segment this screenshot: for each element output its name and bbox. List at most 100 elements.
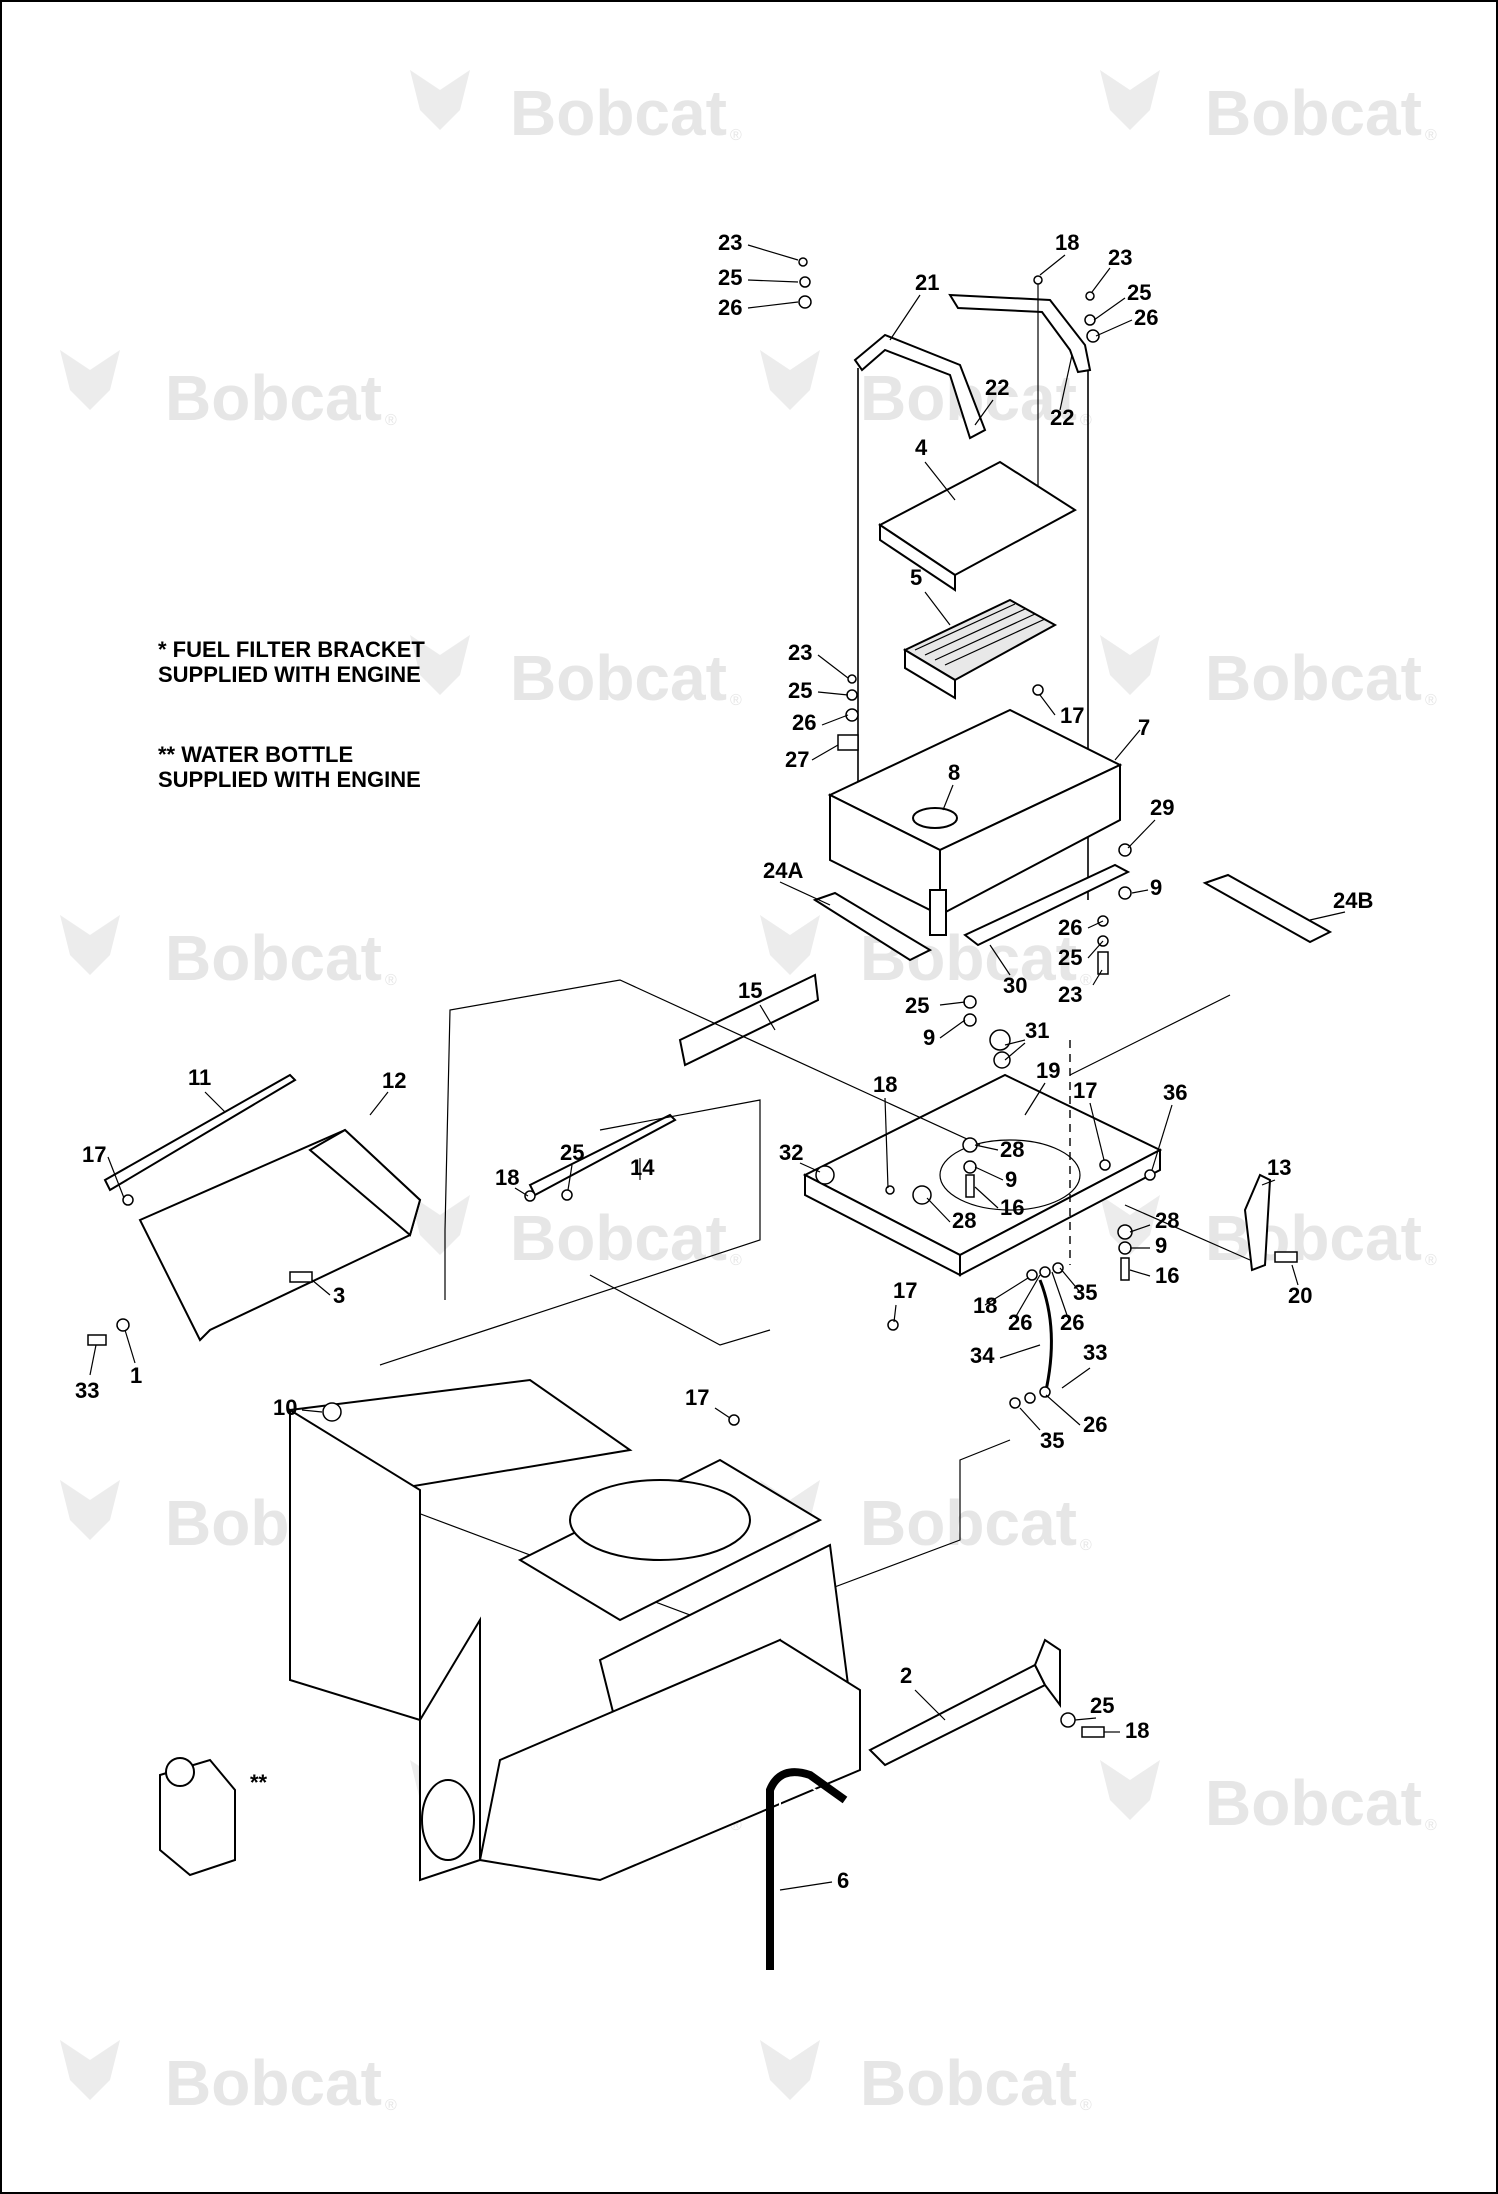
watermark: Bobcat® (60, 2040, 397, 2119)
callout: 9 (1150, 875, 1162, 900)
callout: 25 (788, 678, 812, 703)
callout: 18 (873, 1072, 897, 1097)
svg-text:®: ® (1425, 1817, 1437, 1834)
callout: 3 (333, 1283, 345, 1308)
callout: 18 (973, 1293, 997, 1318)
watermark: Bobcat® (1100, 635, 1437, 714)
misc-brackets (766, 1173, 1272, 1970)
svg-text:Bobcat: Bobcat (1205, 642, 1422, 714)
callout: 19 (1036, 1058, 1060, 1083)
callout: 22 (1050, 405, 1074, 430)
callout: 22 (985, 375, 1009, 400)
watermark: Bobcat® (410, 1195, 742, 1274)
callout: 6 (837, 1868, 849, 1893)
callout: 26 (792, 710, 816, 735)
callout: 26 (1134, 305, 1158, 330)
callout: 17 (893, 1278, 917, 1303)
callout: 31 (1025, 1018, 1049, 1043)
callout: 4 (915, 435, 928, 460)
callout: 26 (1083, 1412, 1107, 1437)
svg-text:Bobcat: Bobcat (165, 2047, 382, 2119)
callout: 26 (1060, 1310, 1084, 1335)
callout: 17 (685, 1385, 709, 1410)
svg-text:* FUEL FILTER BRACKET: * FUEL FILTER BRACKET (158, 637, 425, 662)
callout: 34 (970, 1343, 995, 1368)
svg-text:®: ® (1080, 1537, 1092, 1554)
callout: 18 (1125, 1718, 1149, 1743)
callout: 14 (630, 1155, 655, 1180)
callout: 16 (1000, 1195, 1024, 1220)
svg-text:®: ® (730, 692, 742, 709)
svg-text:Bobcat: Bobcat (510, 77, 727, 149)
callout: 30 (1003, 973, 1027, 998)
callout: 9 (1155, 1233, 1167, 1258)
note-water-bottle: ** WATER BOTTLE SUPPLIED WITH ENGINE (158, 742, 421, 792)
watermark: Bobcat® (1100, 70, 1437, 149)
callout: 2 (900, 1663, 912, 1688)
callout: 23 (788, 640, 812, 665)
callout: 25 (560, 1140, 584, 1165)
watermark: Bobcat® (410, 70, 742, 149)
callout: 26 (1058, 915, 1082, 940)
callout: 5 (910, 565, 922, 590)
watermark: Bobcat® (60, 915, 397, 994)
callout: 23 (1058, 982, 1082, 1007)
leader-lines (89, 244, 1346, 1891)
callout-layer: 23 25 26 21 18 23 25 26 22 22 4 5 23 25 … (75, 230, 1373, 1893)
callout: 16 (1155, 1263, 1179, 1288)
svg-text:®: ® (730, 1252, 742, 1269)
callout: 23 (718, 230, 742, 255)
callout: 28 (1000, 1137, 1024, 1162)
callout: 1 (130, 1363, 142, 1388)
svg-text:** WATER BOTTLE: ** WATER BOTTLE (158, 742, 353, 767)
fasteners (87, 257, 1298, 1738)
callout: 8 (948, 760, 960, 785)
callout: 35 (1040, 1428, 1064, 1453)
callout: 26 (1008, 1310, 1032, 1335)
callout: 13 (1267, 1155, 1291, 1180)
radiator-cover-plate (878, 460, 1077, 592)
callout: 9 (923, 1025, 935, 1050)
svg-text:Bobcat: Bobcat (1205, 77, 1422, 149)
radiator-seals (812, 863, 1333, 962)
watermark: Bobcat® (760, 2040, 1092, 2119)
watermark-layer: Bobcat® Bobcat® Bobcat® Bobcat® Bobcat® … (60, 70, 1437, 2119)
callout: 27 (785, 747, 809, 772)
callout: 33 (75, 1378, 99, 1403)
radiator-mount-base (802, 1040, 1163, 1277)
callout: 17 (1060, 703, 1084, 728)
svg-text:®: ® (1425, 1252, 1437, 1269)
svg-text:Bobcat: Bobcat (860, 2047, 1077, 2119)
radiator (827, 708, 1123, 936)
callout: 25 (905, 993, 929, 1018)
callout: 32 (779, 1140, 803, 1165)
svg-text:Bobcat: Bobcat (1205, 1202, 1422, 1274)
oil-cooler (902, 598, 1058, 700)
callout: 23 (1108, 245, 1132, 270)
callout: 11 (188, 1065, 211, 1090)
callout: 7 (1138, 715, 1150, 740)
callout: 12 (382, 1068, 406, 1093)
svg-text:®: ® (1080, 2097, 1092, 2114)
callout: 10 (273, 1395, 297, 1420)
callout: 17 (82, 1142, 106, 1167)
callout: 25 (1058, 945, 1082, 970)
callout: 20 (1288, 1283, 1312, 1308)
callout: 18 (1055, 230, 1079, 255)
callout: 25 (718, 265, 742, 290)
side-shrouds (103, 973, 820, 1342)
callout: 17 (1073, 1078, 1097, 1103)
callout: 24B (1333, 888, 1373, 913)
svg-text:Bobcat: Bobcat (165, 362, 382, 434)
svg-text:®: ® (1425, 692, 1437, 709)
svg-text:Bobcat: Bobcat (1205, 1767, 1422, 1839)
svg-text:Bobcat: Bobcat (510, 642, 727, 714)
callout: ** (250, 1770, 268, 1795)
callout: 24A (763, 858, 803, 883)
svg-text:SUPPLIED WITH ENGINE: SUPPLIED WITH ENGINE (158, 767, 421, 792)
callout: 21 (915, 270, 939, 295)
svg-text:®: ® (1425, 127, 1437, 144)
callout: 25 (1127, 280, 1151, 305)
callout: 28 (952, 1208, 976, 1233)
